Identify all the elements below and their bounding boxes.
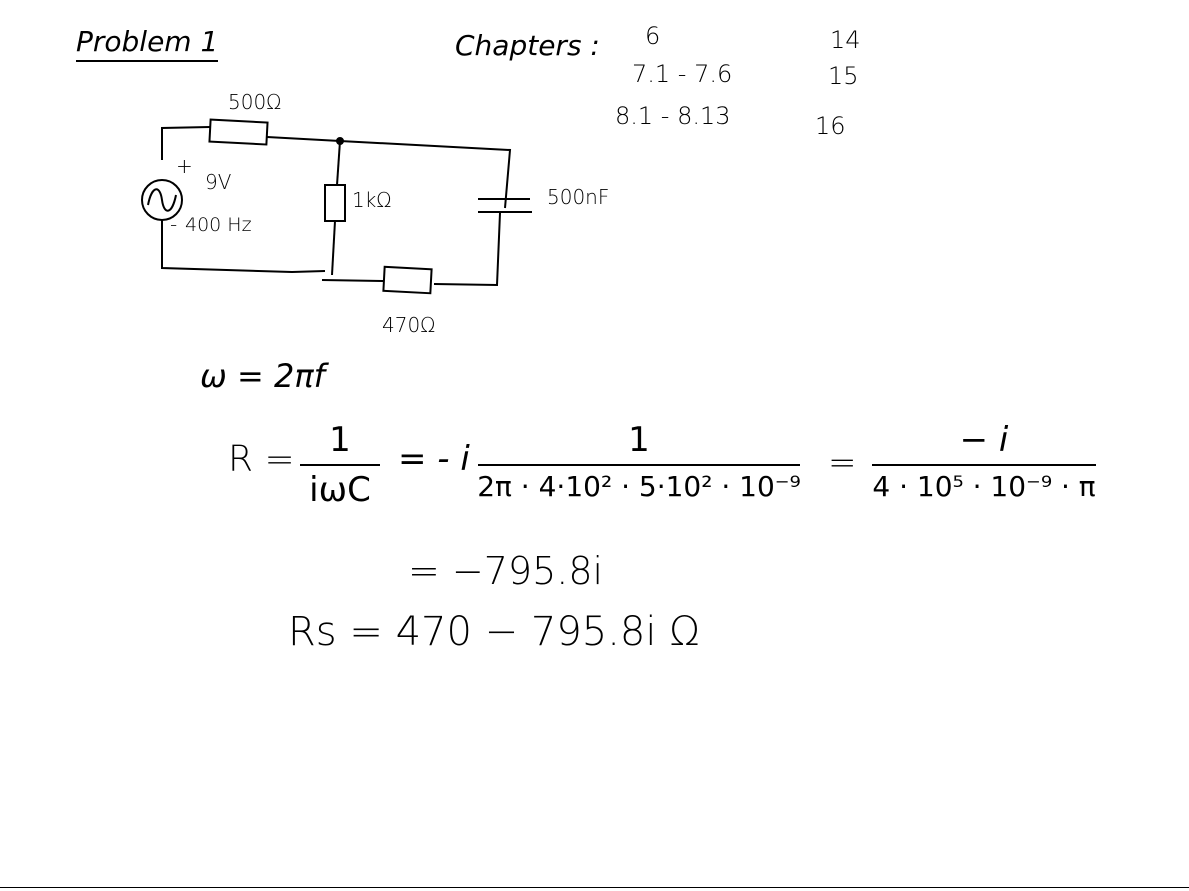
- fraction-numerator: − i: [959, 420, 1009, 460]
- fraction-bar: [300, 464, 380, 466]
- fraction-denominator: 4 · 10⁵ · 10⁻⁹ · π: [872, 470, 1096, 503]
- r-lhs: R =: [228, 439, 295, 480]
- source-frequency: 400 Hz: [185, 214, 252, 236]
- sine-icon: [147, 188, 177, 212]
- capacitor-label: 500nF: [547, 185, 610, 209]
- wire: [161, 126, 211, 160]
- fraction-denominator: iωC: [309, 470, 371, 510]
- fraction-3: − i 4 · 10⁵ · 10⁻⁹ · π: [872, 420, 1096, 503]
- fraction-bar: [872, 464, 1096, 466]
- page-bottom-border: [0, 887, 1189, 888]
- equals-minus-i: = - i: [398, 439, 470, 479]
- resistor-label: 1kΩ: [352, 188, 392, 212]
- omega-equation: ω = 2πf: [200, 357, 325, 395]
- wire: [266, 136, 512, 209]
- source-plus: +: [176, 154, 193, 178]
- equals-sign: =: [828, 443, 857, 483]
- chapter-number: 14: [830, 26, 861, 54]
- rs-equation: Rs = 470 − 795.8i Ω: [288, 609, 700, 655]
- resistor-label: 470Ω: [382, 313, 436, 337]
- problem-title: Problem 1: [76, 28, 219, 62]
- fraction-numerator: 1: [628, 420, 650, 460]
- wire: [161, 220, 326, 274]
- resistor-470: [382, 265, 433, 295]
- chapters-label: Chapters :: [455, 29, 600, 62]
- source-minus: -: [170, 212, 178, 236]
- fraction-1: 1 iωC: [300, 420, 380, 510]
- result-equation: = −795.8i: [408, 549, 604, 593]
- fraction-numerator: 1: [329, 420, 351, 460]
- chapter-number: 15: [828, 62, 859, 90]
- fraction-bar: [478, 464, 800, 466]
- resistor-500: [208, 118, 269, 146]
- chapter-range: 7.1 - 7.6: [632, 60, 733, 88]
- chapter-range: 6: [645, 22, 661, 50]
- chapter-range: 8.1 - 8.13: [615, 102, 731, 130]
- fraction-2: 1 2π · 4·10² · 5·10² · 10⁻⁹: [477, 420, 801, 503]
- fraction-denominator: 2π · 4·10² · 5·10² · 10⁻⁹: [477, 470, 801, 503]
- source-voltage: 9V: [205, 170, 232, 194]
- chapter-number: 16: [815, 112, 846, 140]
- resistor-label: 500Ω: [228, 90, 282, 114]
- resistor-1k: [324, 184, 346, 222]
